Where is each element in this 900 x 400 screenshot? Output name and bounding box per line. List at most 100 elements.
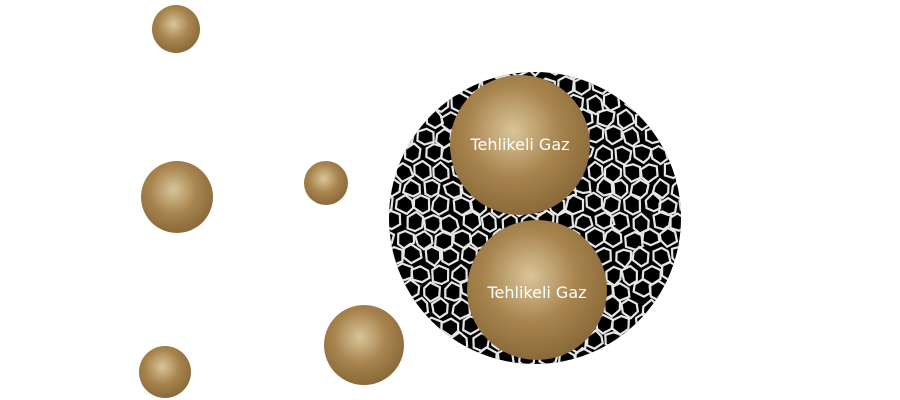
filter-pore	[406, 105, 426, 126]
filter-pore	[581, 72, 602, 81]
filter-pore	[460, 244, 478, 265]
filter-pore	[593, 144, 614, 164]
filter-pore	[709, 249, 725, 267]
trapped-molecule-label: Tehlikeli Gaz	[469, 135, 569, 154]
filter-pore	[651, 108, 671, 129]
filter-pore	[643, 72, 661, 77]
filter-pore	[644, 191, 662, 213]
filter-pore	[526, 72, 544, 78]
filter-pore	[668, 73, 681, 93]
filter-pore	[621, 126, 641, 148]
filter-pore	[584, 226, 606, 249]
filter-pore	[389, 88, 397, 112]
filter-pore	[389, 192, 394, 214]
trapped-molecule-label: Tehlikeli Gaz	[486, 283, 586, 302]
filter-pore	[633, 73, 652, 96]
filter-pore	[610, 178, 629, 200]
filter-pore	[401, 347, 422, 364]
filter-pore	[710, 176, 729, 194]
filter-pore	[641, 227, 661, 247]
filter-pore	[690, 279, 708, 299]
filter-pore	[602, 72, 621, 82]
filter-pore	[620, 264, 639, 287]
filter-pore	[683, 230, 699, 248]
filter-pore	[625, 72, 645, 80]
filter-pore	[634, 312, 655, 334]
filter-pore	[596, 176, 616, 197]
filter-pore	[412, 332, 434, 353]
filter-pore	[413, 159, 432, 182]
filter-pore	[614, 145, 633, 167]
filter-pore	[389, 227, 396, 250]
free-molecule	[139, 346, 191, 398]
filter-pore	[682, 160, 698, 178]
filter-pore	[596, 108, 616, 129]
filter-pore	[699, 91, 716, 111]
filter-pore	[707, 143, 723, 162]
filter-pore	[586, 94, 605, 116]
filter-pore	[414, 72, 431, 81]
filter-pore	[700, 57, 716, 74]
filter-pore	[396, 93, 415, 114]
free-molecule	[304, 161, 348, 205]
filter-pore	[699, 334, 715, 352]
filter-pore	[430, 296, 449, 319]
trapped-molecule-top: Tehlikeli Gaz	[450, 75, 590, 215]
filter-pore	[389, 124, 392, 144]
filter-pore	[692, 143, 708, 161]
filter-pore	[675, 259, 681, 281]
filter-pore	[614, 75, 634, 97]
filter-pore	[702, 266, 718, 285]
filter-pore	[440, 246, 460, 266]
filter-pore	[432, 160, 450, 183]
filter-pore	[389, 72, 394, 79]
free-molecule	[152, 5, 200, 53]
filter-pore	[666, 314, 681, 336]
filter-pore	[585, 191, 604, 213]
filter-pore	[690, 212, 706, 229]
filter-pore	[609, 211, 631, 234]
filter-pore	[394, 193, 415, 216]
filter-pore	[711, 283, 729, 302]
filter-pore	[616, 108, 636, 131]
filter-pore	[622, 193, 642, 216]
filter-pore	[430, 193, 450, 217]
trapped-molecule-bottom: Tehlikeli Gaz	[467, 220, 607, 360]
filter-pore	[634, 350, 652, 364]
filter-pore	[470, 72, 492, 78]
filter-pore	[670, 280, 681, 301]
filter-pore	[425, 142, 444, 163]
filter-pore	[389, 260, 394, 282]
filter-pore	[389, 177, 402, 198]
filter-pore	[394, 72, 413, 78]
filter-pore	[614, 348, 635, 364]
filter-pore	[604, 124, 623, 146]
filter-pore	[644, 334, 662, 354]
filter-pore	[659, 127, 679, 148]
filter-pore	[389, 75, 407, 98]
filter-pore	[435, 334, 453, 355]
filter-pore	[670, 107, 681, 127]
filter-pore	[712, 108, 728, 127]
filter-pore	[650, 75, 670, 98]
filter-pore	[406, 210, 425, 233]
filter-pore	[622, 163, 642, 183]
filter-pore	[546, 72, 564, 76]
filter-pore	[389, 161, 397, 185]
filter-pore	[679, 72, 681, 76]
filter-pore	[658, 226, 679, 249]
free-molecules	[139, 5, 404, 398]
filter-pore	[412, 194, 431, 215]
filter-pore	[698, 130, 715, 148]
filter-pore	[469, 229, 489, 250]
filter-pore	[677, 329, 681, 351]
filter-pore	[586, 124, 605, 144]
filter-pore	[564, 72, 586, 80]
filter-pore	[402, 72, 422, 95]
filter-pore	[691, 348, 708, 366]
filter-pore	[421, 347, 443, 364]
filter-pore	[488, 72, 508, 80]
filter-pore	[394, 299, 416, 319]
